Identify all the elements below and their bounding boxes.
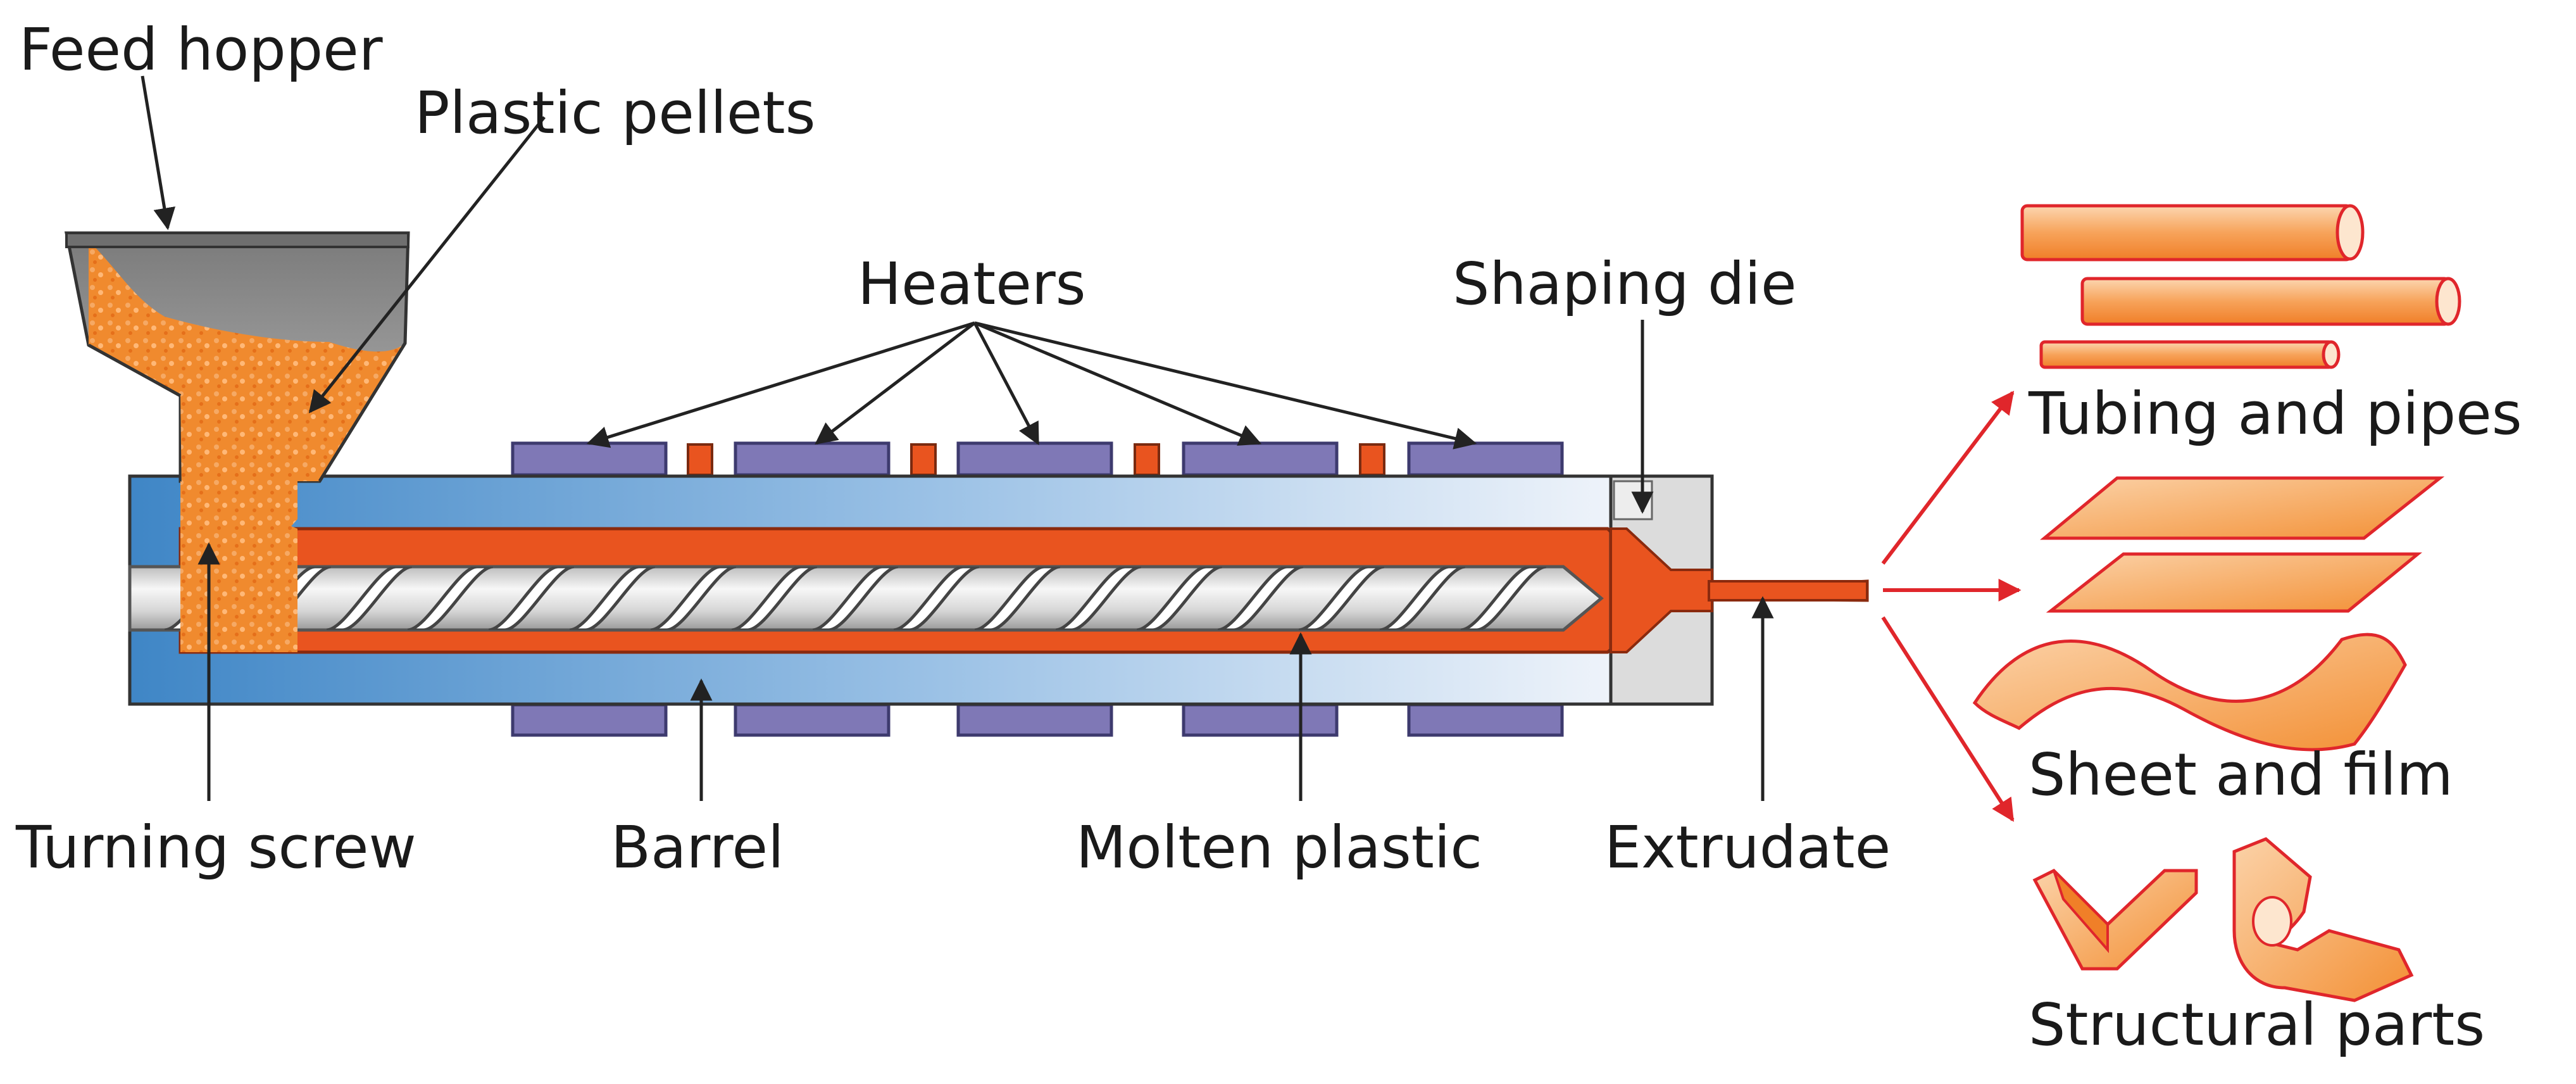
heater-icon — [511, 703, 668, 737]
heater-gap-marker — [1134, 443, 1160, 476]
label-extrudate: Extrudate — [1604, 814, 1891, 881]
tube-icon — [2020, 204, 2365, 262]
plastic-pellets — [89, 241, 405, 646]
screw-flight — [1055, 567, 1142, 630]
leader-lines — [141, 75, 1774, 801]
sheet-icon — [2046, 552, 2423, 613]
heater-icon — [1182, 703, 1339, 737]
label-tubing-and-pipes: Tubing and pipes — [2028, 380, 2522, 448]
die-icon — [1610, 527, 1713, 653]
screw-flight — [1136, 567, 1223, 630]
screw-flight — [1298, 567, 1385, 630]
screw-flight — [407, 567, 494, 630]
screw-icon — [128, 565, 1604, 632]
label-structural-parts: Structural parts — [2029, 991, 2485, 1059]
screw-flight — [974, 567, 1061, 630]
structural-part-icon — [2232, 837, 2414, 1002]
tube-icon — [2080, 277, 2461, 326]
heater-icon — [1407, 703, 1564, 737]
screw-flight — [731, 567, 818, 630]
heater-icon — [956, 703, 1113, 737]
label-sheet-and-film: Sheet and film — [2029, 741, 2453, 809]
hopper-icon — [64, 231, 410, 652]
screw-flight — [650, 567, 737, 630]
heater-gap-marker — [1359, 443, 1385, 476]
heater-icon — [1182, 441, 1339, 477]
screw-flight — [326, 567, 413, 630]
tubing-products — [2020, 204, 2461, 369]
label-barrel: Barrel — [611, 814, 784, 881]
label-plastic-pellets: Plastic pellets — [415, 79, 816, 147]
tube-icon — [2039, 340, 2341, 369]
heater-icon — [734, 441, 891, 477]
label-shaping-die: Shaping die — [1453, 250, 1797, 318]
heater-icon — [1407, 441, 1564, 477]
label-turning-screw: Turning screw — [15, 814, 416, 881]
sheet-icon — [2040, 476, 2445, 540]
heater-gap-marker — [687, 443, 713, 476]
heater-gap-marker — [910, 443, 937, 476]
screw-flight — [1379, 567, 1466, 630]
label-heaters: Heaters — [858, 250, 1086, 318]
screw-flight — [812, 567, 899, 630]
shaping-die — [1609, 474, 1714, 706]
heaters-bottom — [511, 703, 1564, 737]
screw-flight — [1460, 567, 1547, 630]
screw-flight — [488, 567, 575, 630]
screw-flight — [1217, 567, 1304, 630]
screw-flight — [569, 567, 656, 630]
heater-icon — [956, 441, 1113, 477]
heater-icon — [734, 703, 891, 737]
label-feed-hopper: Feed hopper — [19, 16, 383, 84]
heater-icon — [511, 441, 668, 477]
label-molten-plastic: Molten plastic — [1076, 814, 1482, 881]
sheet-products — [1972, 476, 2445, 752]
screw-flight — [893, 567, 980, 630]
heaters-top — [511, 441, 1564, 477]
film-icon — [1972, 633, 2407, 752]
structural-products — [2032, 837, 2414, 1002]
extrudate-strand — [1708, 580, 1868, 602]
product-arrows — [1881, 391, 2022, 822]
